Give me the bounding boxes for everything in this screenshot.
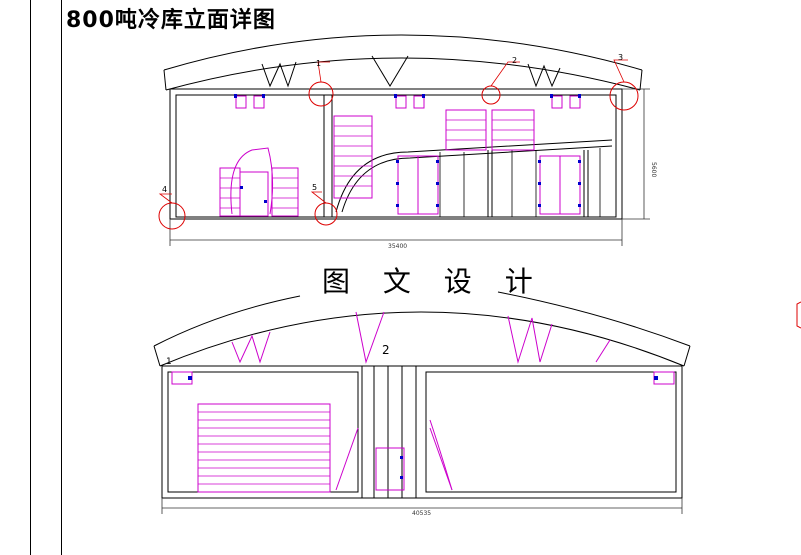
upper-evaporator-1b <box>253 95 265 109</box>
upper-roof-arch-outer <box>163 34 643 71</box>
upper-evaporator-1a <box>235 95 247 109</box>
upper-curved-wall <box>335 139 613 213</box>
lower-equipment <box>171 371 675 493</box>
lower-callout-label-2: 2 <box>382 343 390 357</box>
upper-callout-labels: 1 2 3 4 5 <box>162 53 623 194</box>
upper-goods-curve <box>230 147 274 215</box>
upper-evaporator-2a <box>395 95 407 109</box>
lower-fittings <box>188 376 658 479</box>
upper-roof-arch-inner <box>165 57 641 91</box>
lower-room-right <box>425 371 677 493</box>
callout-label-3: 3 <box>618 53 623 62</box>
upper-goods-stack-mid <box>333 115 373 199</box>
lower-roof-end-right <box>683 345 691 367</box>
upper-fittings <box>234 94 581 207</box>
upper-building-outline <box>169 88 623 220</box>
lower-roof-arch-outer-left <box>153 295 301 347</box>
upper-roof-end-left <box>163 69 167 91</box>
upper-goods-stack-left <box>219 167 241 217</box>
lower-building-outline <box>161 365 683 499</box>
upper-roof-end-right <box>639 69 643 91</box>
upper-truss-web-1 <box>261 61 297 88</box>
upper-truss-web-3 <box>527 63 561 88</box>
upper-panel-joints <box>439 148 601 217</box>
border-line-right <box>61 0 62 555</box>
callout-circle-4 <box>158 202 186 230</box>
lower-callout-label-1: 1 <box>166 357 172 367</box>
upper-evaporator-3b <box>569 95 581 109</box>
upper-goods-stack-left-b <box>271 167 299 217</box>
lower-roof-arch-outer-right <box>497 291 691 347</box>
lower-door <box>375 447 405 491</box>
lower-width-dim-label: 40535 <box>412 510 431 517</box>
callout-label-1: 1 <box>316 59 321 68</box>
edge-fragment <box>796 301 801 329</box>
upper-door-left <box>239 171 269 217</box>
upper-evaporator-2b <box>413 95 425 109</box>
callout-circle-5 <box>314 202 338 226</box>
lower-goods-slats <box>198 411 330 485</box>
lower-elevation <box>153 291 691 514</box>
lower-callout-labels: 1 2 <box>166 343 390 367</box>
lower-roof-end-left <box>153 345 161 367</box>
callout-label-4: 4 <box>162 185 167 194</box>
upper-callouts <box>158 59 639 230</box>
watermark-subtitle: 图 文 设 计 <box>322 265 545 298</box>
upper-truss-web-2 <box>371 55 409 87</box>
upper-evaporator-3a <box>551 95 563 109</box>
callout-label-5: 5 <box>312 183 317 192</box>
drawing-title: 800吨冷库立面详图 <box>66 8 276 33</box>
upper-goods-slats <box>220 119 534 209</box>
upper-curved-wall-2 <box>341 145 613 213</box>
lower-roof-arch-inner <box>159 311 685 367</box>
lower-truss-webs <box>231 311 611 364</box>
callout-circle-1 <box>308 81 334 107</box>
upper-width-dim-label: 35400 <box>388 243 407 250</box>
lower-goods-stack <box>197 403 331 493</box>
callout-label-2: 2 <box>512 56 517 65</box>
upper-height-dim-label: 5600 <box>650 162 657 177</box>
border-line-left <box>30 0 31 555</box>
